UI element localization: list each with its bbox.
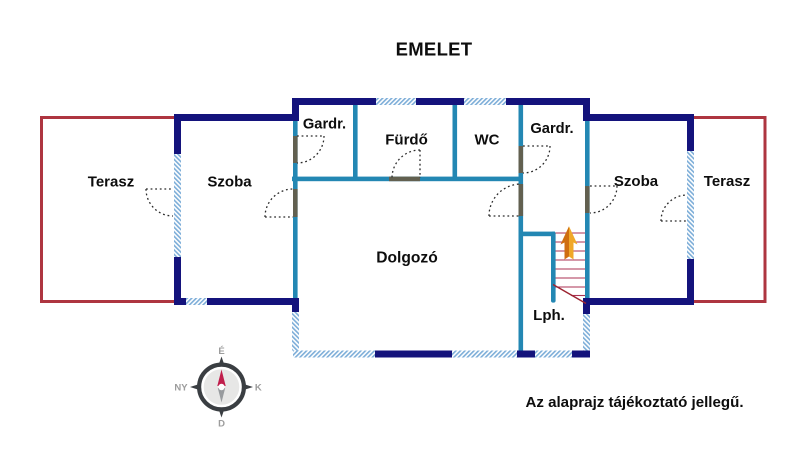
- svg-text:Szoba: Szoba: [614, 173, 659, 190]
- svg-text:É: É: [218, 346, 224, 357]
- svg-text:Terasz: Terasz: [88, 174, 134, 191]
- svg-text:Fürdő: Fürdő: [385, 132, 428, 149]
- svg-text:NY: NY: [174, 383, 188, 394]
- svg-text:Lph.: Lph.: [533, 307, 565, 324]
- svg-text:Gardr.: Gardr.: [530, 121, 573, 137]
- svg-text:EMELET: EMELET: [396, 39, 473, 60]
- svg-text:Az alaprajz tájékoztató jelleg: Az alaprajz tájékoztató jellegű.: [525, 394, 743, 411]
- svg-text:WC: WC: [475, 132, 500, 149]
- svg-text:Szoba: Szoba: [207, 174, 252, 191]
- svg-text:Gardr.: Gardr.: [303, 117, 346, 133]
- svg-text:Terasz: Terasz: [704, 173, 750, 190]
- svg-text:D: D: [218, 418, 225, 429]
- svg-text:K: K: [255, 383, 262, 394]
- svg-text:Dolgozó: Dolgozó: [376, 250, 438, 267]
